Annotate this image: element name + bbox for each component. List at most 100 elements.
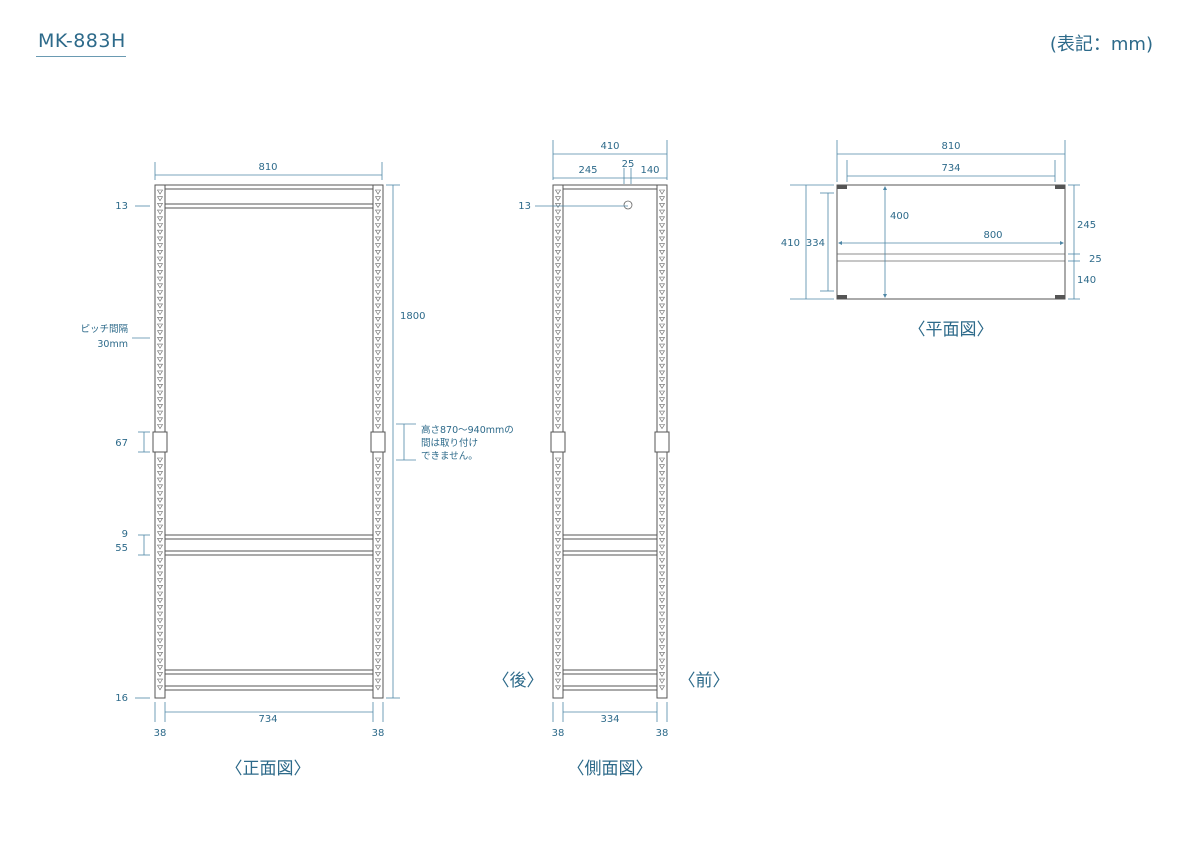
- model-title: MK-883H: [38, 30, 126, 52]
- post-hole: [658, 625, 666, 631]
- post-hole: [156, 397, 164, 403]
- front-pitch-value: 30mm: [97, 339, 128, 350]
- post-hole: [374, 564, 382, 570]
- post-hole: [658, 243, 666, 249]
- post-hole: [374, 491, 382, 497]
- post-hole: [374, 518, 382, 523]
- post-hole: [374, 404, 382, 409]
- post-hole: [374, 337, 382, 342]
- post-hole: [554, 605, 562, 610]
- post-hole: [554, 571, 562, 577]
- post-hole: [374, 256, 382, 262]
- post-hole: [156, 357, 164, 363]
- post-hole: [374, 384, 382, 389]
- post-hole: [156, 585, 164, 590]
- post-hole: [658, 323, 666, 329]
- post-hole: [554, 209, 562, 215]
- front-shelf-gap-a-label: 9: [122, 529, 128, 540]
- post-hole: [554, 564, 562, 570]
- post-hole: [658, 685, 666, 691]
- post-hole: [374, 611, 382, 617]
- post-hole: [658, 672, 666, 677]
- plan-span-400-label: 400: [890, 211, 909, 222]
- post-hole: [156, 410, 164, 416]
- post-hole: [658, 296, 666, 302]
- post-hole: [156, 471, 164, 476]
- plan-corner-front-left: [837, 295, 847, 299]
- side-middle-shelf-bottom: [562, 550, 658, 556]
- post-hole: [554, 296, 562, 302]
- post-hole: [658, 544, 666, 550]
- post-hole: [658, 350, 666, 356]
- post-hole: [554, 357, 562, 363]
- post-hole: [554, 377, 562, 383]
- post-hole: [658, 189, 666, 195]
- post-hole: [554, 611, 562, 617]
- post-hole: [554, 410, 562, 416]
- post-hole: [658, 484, 666, 490]
- post-hole: [374, 323, 382, 329]
- post-hole: [156, 283, 164, 289]
- post-hole: [554, 618, 562, 624]
- post-hole: [156, 317, 164, 322]
- post-hole: [374, 477, 382, 483]
- post-hole: [156, 518, 164, 523]
- post-hole: [156, 638, 164, 644]
- post-hole: [658, 524, 666, 530]
- post-hole: [554, 638, 562, 644]
- post-hole: [554, 276, 562, 282]
- post-hole: [156, 276, 164, 282]
- post-hole: [658, 270, 666, 275]
- post-hole: [374, 417, 382, 423]
- post-hole: [554, 645, 562, 651]
- side-top-fitting: [623, 200, 633, 210]
- post-hole: [658, 645, 666, 651]
- post-hole: [374, 330, 382, 336]
- post-hole: [156, 665, 164, 671]
- post-hole: [554, 283, 562, 289]
- post-hole: [156, 323, 164, 329]
- post-hole: [658, 417, 666, 423]
- post-hole: [374, 578, 382, 584]
- front-view: 810 13 ピッチ間隔 30mm 67 9 55 16: [80, 162, 514, 779]
- post-hole: [156, 504, 164, 510]
- post-hole: [658, 538, 666, 543]
- post-hole: [374, 263, 382, 269]
- post-hole: [554, 223, 562, 229]
- post-hole: [658, 337, 666, 342]
- plan-depth-inner-label: 334: [806, 238, 825, 249]
- post-hole: [374, 524, 382, 530]
- post-hole: [156, 645, 164, 651]
- plan-depth-total-label: 410: [781, 238, 800, 249]
- post-hole: [374, 283, 382, 289]
- post-hole: [554, 625, 562, 631]
- post-hole: [554, 310, 562, 316]
- front-note-line-3: できません。: [421, 451, 478, 462]
- post-hole: [658, 504, 666, 510]
- plan-width-total-label: 810: [941, 141, 960, 152]
- front-middle-shelf-bottom: [164, 550, 374, 556]
- post-hole: [658, 457, 666, 463]
- post-hole: [156, 464, 164, 470]
- post-hole: [658, 390, 666, 396]
- post-hole: [658, 397, 666, 403]
- post-hole: [374, 672, 382, 677]
- post-hole: [554, 538, 562, 543]
- post-hole: [554, 189, 562, 195]
- post-hole: [374, 363, 382, 369]
- post-hole: [374, 645, 382, 651]
- post-hole: [658, 477, 666, 483]
- post-hole: [554, 256, 562, 262]
- front-top-beam: [164, 203, 374, 209]
- post-hole: [658, 196, 666, 202]
- post-hole: [156, 497, 164, 503]
- post-hole: [156, 538, 164, 543]
- post-hole: [658, 410, 666, 416]
- post-hole: [374, 551, 382, 557]
- post-hole: [374, 484, 382, 490]
- post-hole: [374, 317, 382, 322]
- front-note-line-1: 高さ870～940mmの: [421, 424, 514, 436]
- front-post-left-label: 38: [154, 728, 167, 739]
- post-hole: [658, 250, 666, 255]
